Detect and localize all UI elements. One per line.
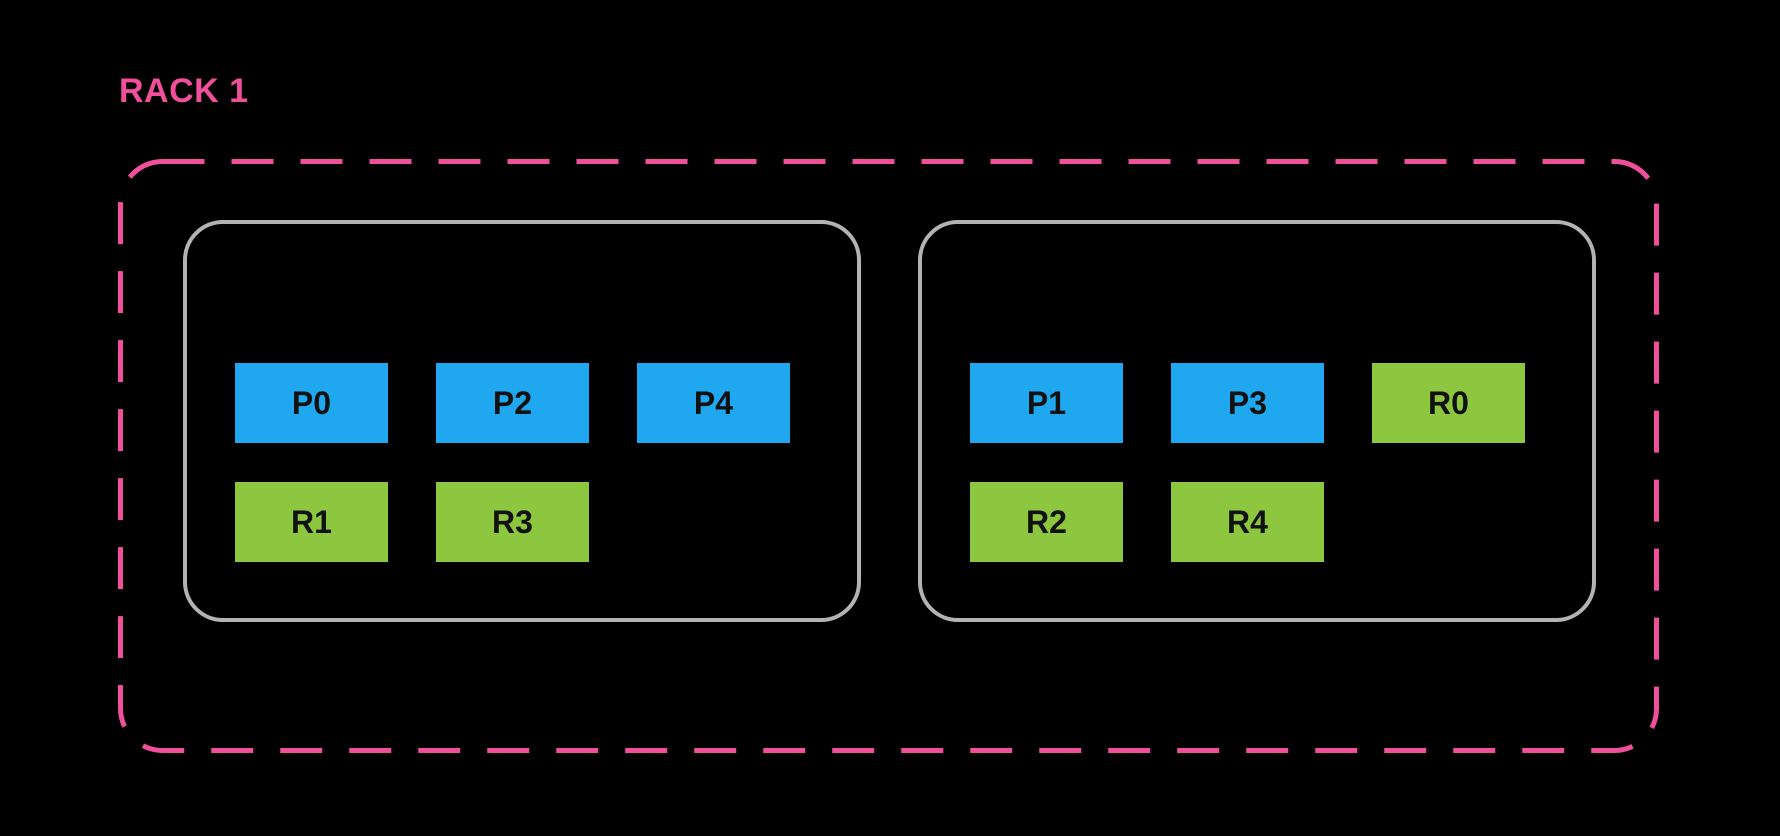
- rack-outline: [118, 159, 1659, 753]
- primary-shard-p2: P2: [436, 363, 589, 443]
- primary-shard-p4: P4: [637, 363, 790, 443]
- replica-shard-r4: R4: [1171, 482, 1324, 562]
- replica-shard-r1: R1: [235, 482, 388, 562]
- shard-row: P0 P2 P4: [235, 363, 857, 443]
- replica-shard-r2: R2: [970, 482, 1123, 562]
- shard-row: P1 P3 R0: [970, 363, 1592, 443]
- rack-dashed-border: [118, 159, 1659, 753]
- rack-label: RACK 1: [119, 72, 249, 110]
- primary-shard-p3: P3: [1171, 363, 1324, 443]
- shard-row: R2 R4: [970, 482, 1592, 562]
- primary-shard-p0: P0: [235, 363, 388, 443]
- primary-shard-p1: P1: [970, 363, 1123, 443]
- replica-shard-r3: R3: [436, 482, 589, 562]
- replica-shard-r0: R0: [1372, 363, 1525, 443]
- shard-row: R1 R3: [235, 482, 857, 562]
